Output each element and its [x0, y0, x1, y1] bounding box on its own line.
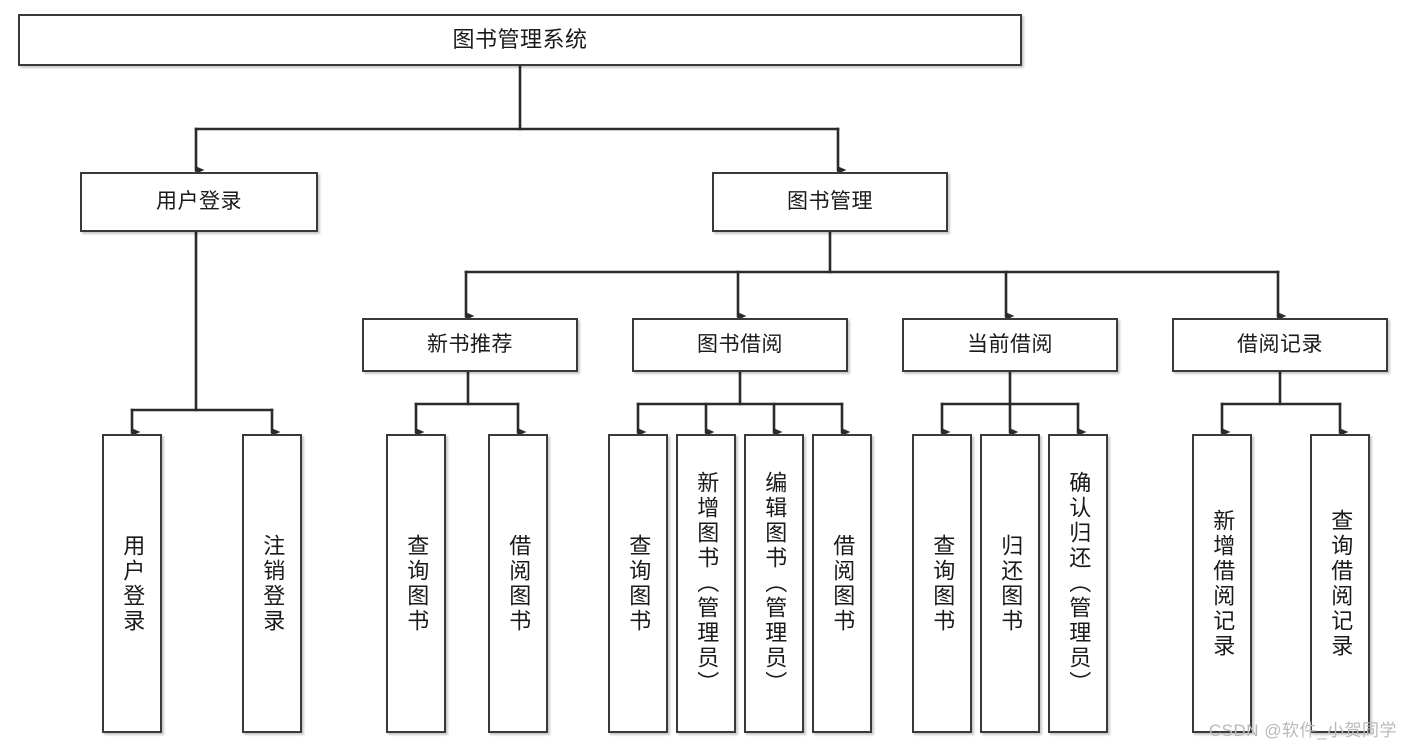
node-label: 归还图书	[998, 533, 1024, 634]
node-label: 图书管理系统	[452, 27, 588, 53]
leaf-add-book-admin[interactable]: 新增图书（管理员）	[676, 434, 736, 733]
node-label: 查询图书	[626, 533, 652, 634]
node-user-login[interactable]: 用户登录	[80, 172, 318, 232]
node-label: 新增借阅记录	[1210, 508, 1236, 659]
node-label: 借阅图书	[830, 533, 856, 634]
node-current-borrowing[interactable]: 当前借阅	[902, 318, 1118, 372]
leaf-query-book-current-borrow[interactable]: 查询图书	[912, 434, 972, 733]
node-label: 借阅记录	[1237, 332, 1323, 356]
node-book-management[interactable]: 图书管理	[712, 172, 948, 232]
node-book-borrowing[interactable]: 图书借阅	[632, 318, 848, 372]
leaf-logout-login[interactable]: 注销登录	[242, 434, 302, 733]
node-label: 注销登录	[260, 533, 286, 634]
node-label: 借阅图书	[506, 533, 532, 634]
leaf-borrow-book-new-book-rec[interactable]: 借阅图书	[488, 434, 548, 733]
leaf-borrow-book-book-borrow[interactable]: 借阅图书	[812, 434, 872, 733]
node-new-book-recommendation[interactable]: 新书推荐	[362, 318, 578, 372]
node-label: 新增图书（管理员）	[694, 471, 720, 696]
node-label: 图书借阅	[697, 332, 783, 356]
leaf-return-book[interactable]: 归还图书	[980, 434, 1040, 733]
node-label: 图书管理	[787, 189, 873, 213]
node-borrow-records[interactable]: 借阅记录	[1172, 318, 1388, 372]
node-label: 确认归还（管理员）	[1066, 471, 1092, 696]
node-label: 编辑图书（管理员）	[762, 471, 788, 696]
node-label: 新书推荐	[427, 332, 513, 356]
leaf-query-book-book-borrow[interactable]: 查询图书	[608, 434, 668, 733]
leaf-confirm-return-admin[interactable]: 确认归还（管理员）	[1048, 434, 1108, 733]
node-label: 查询借阅记录	[1328, 508, 1354, 659]
node-label: 用户登录	[156, 189, 242, 213]
leaf-user-login[interactable]: 用户登录	[102, 434, 162, 733]
leaf-query-borrow-record[interactable]: 查询借阅记录	[1310, 434, 1370, 733]
leaf-add-borrow-record[interactable]: 新增借阅记录	[1192, 434, 1252, 733]
node-root-book-management-system[interactable]: 图书管理系统	[18, 14, 1022, 66]
node-label: 当前借阅	[967, 332, 1053, 356]
node-label: 用户登录	[120, 533, 146, 634]
leaf-edit-book-admin[interactable]: 编辑图书（管理员）	[744, 434, 804, 733]
node-label: 查询图书	[404, 533, 430, 634]
node-label: 查询图书	[930, 533, 956, 634]
leaf-query-book-new-book-rec[interactable]: 查询图书	[386, 434, 446, 733]
